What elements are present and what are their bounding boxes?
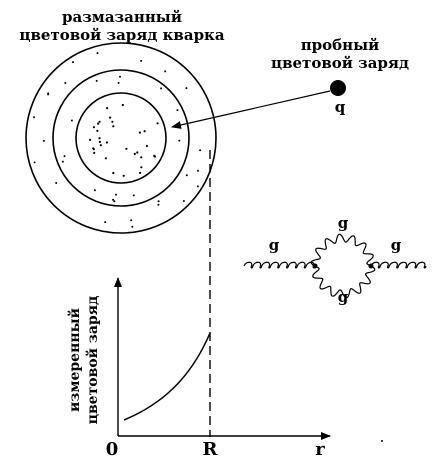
gluon-label-bottom: g: [338, 288, 349, 306]
x-origin-label: 0: [106, 439, 119, 459]
charge-dot: [106, 107, 109, 110]
x-radius-label: R: [203, 439, 219, 459]
vertex-right: [368, 263, 374, 269]
charge-dot: [33, 161, 36, 164]
charge-dot: [185, 174, 188, 177]
charge-dot: [131, 225, 134, 228]
vertex-left: [312, 263, 318, 269]
charge-dot: [95, 79, 98, 82]
charge-dot: [93, 189, 96, 192]
charge-dot: [92, 148, 95, 151]
charge-dot: [64, 82, 67, 84]
gluon-line-left: [243, 261, 316, 269]
charge-dot: [98, 120, 101, 123]
charge-dot: [157, 203, 160, 206]
charge-dot: [178, 139, 181, 142]
charge-dot: [113, 200, 116, 203]
charge-dot: [105, 141, 108, 144]
gluon-label-left: g: [269, 236, 280, 254]
charge-dot: [96, 129, 99, 132]
charge-dot: [70, 119, 73, 122]
charge-dot: [122, 174, 125, 177]
charge-dot: [145, 144, 148, 148]
charge-dot: [72, 61, 74, 64]
charge-dot: [156, 122, 159, 125]
charge-dot: [140, 166, 143, 169]
charge-dot: [61, 160, 64, 163]
charge-dots: [33, 52, 202, 228]
charge-dot: [55, 182, 58, 184]
charge-dot: [111, 120, 114, 123]
middle-circle: [52, 69, 190, 207]
test-charge-dot: [330, 80, 346, 96]
charge-dot: [121, 103, 124, 107]
charge-dot: [197, 169, 199, 172]
charge-dot: [98, 137, 101, 140]
probe-arrow: [171, 90, 331, 129]
quark-charge-cloud: [25, 42, 217, 234]
charge-dot: [96, 52, 99, 55]
charge-dot: [164, 70, 167, 73]
charge-dot: [153, 155, 156, 158]
charge-curve: [123, 332, 211, 421]
charge-dot: [89, 138, 92, 141]
charge-dot: [196, 185, 199, 188]
charge-dot: [133, 152, 136, 155]
y-axis-label-line2: цветовой заряд: [84, 296, 101, 425]
charge-dot: [176, 109, 179, 112]
charge-dot: [157, 200, 160, 203]
charge-dot: [97, 122, 100, 125]
charge-dot: [138, 131, 141, 134]
charge-dot: [185, 87, 188, 90]
charge-dot: [63, 155, 66, 158]
charge-dot: [140, 59, 143, 62]
charge-dot: [130, 219, 133, 222]
charge-dot: [140, 156, 143, 159]
charge-dot: [119, 75, 121, 78]
charge-dot: [104, 157, 107, 160]
charge-dot: [92, 126, 95, 129]
charge-dot: [199, 149, 202, 152]
charge-dot: [115, 193, 117, 196]
charge-dot: [98, 140, 101, 143]
gluon-label-top: g: [338, 214, 349, 232]
x-axis-label: r: [315, 439, 325, 459]
test-charge-label-line1: пробный: [301, 36, 380, 54]
charge-dot: [112, 125, 115, 128]
charge-dot: [136, 151, 139, 154]
y-axis-label-line1: измеренный: [66, 308, 83, 412]
charge-dot: [93, 151, 96, 154]
test-charge-label-line2: цветовой заряд: [271, 54, 409, 72]
stray-mark: [381, 440, 383, 442]
charge-dot: [109, 116, 112, 119]
charge-dot: [117, 82, 120, 84]
charge-dot: [42, 139, 45, 142]
charge-dot: [160, 87, 163, 90]
gluon-label-right: g: [391, 236, 402, 254]
charge-graph: 0 R r измеренный цветовой заряд: [66, 277, 331, 460]
charge-dot: [112, 171, 115, 175]
charge-dot: [104, 221, 107, 224]
charge-dot: [99, 144, 102, 147]
charge-dot: [47, 92, 50, 95]
gluon-line-right: [370, 261, 427, 269]
charge-dot: [112, 198, 115, 201]
charge-dot: [182, 200, 185, 202]
charge-dot: [139, 171, 142, 174]
charge-dot: [33, 116, 35, 119]
inner-circle: [75, 92, 167, 184]
smeared-charge-label-line1: размазанный: [62, 8, 182, 26]
smeared-charge-label-line2: цветовой заряд кварка: [19, 26, 224, 44]
test-charge-symbol: q: [335, 98, 346, 116]
outer-circle: [25, 42, 217, 234]
gluon-loop-diagram: g g g g: [243, 214, 427, 306]
charge-dot: [132, 194, 135, 197]
charge-dot: [143, 130, 146, 133]
charge-dot: [125, 147, 128, 150]
